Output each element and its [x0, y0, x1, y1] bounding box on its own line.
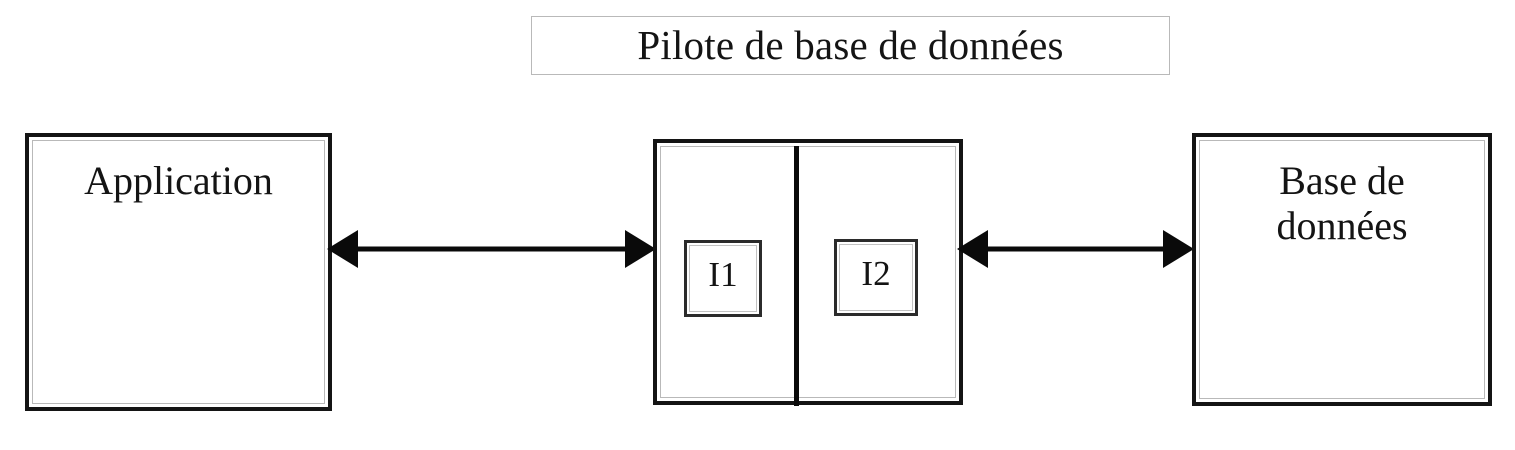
node-database-driver: I1 I2: [653, 139, 963, 406]
interface-box-i1: I1: [684, 240, 762, 317]
interface-box-i2: I2: [834, 239, 918, 316]
node-database: Base de données: [1192, 133, 1492, 406]
double-arrow-icon: [327, 230, 656, 268]
node-database-label-line1: Base de: [1279, 158, 1405, 203]
interface-i2-label: I2: [861, 254, 891, 293]
node-database-label-line2: données: [1276, 202, 1408, 248]
interface-i1-label: I1: [708, 255, 738, 294]
node-application-label: Application: [84, 158, 273, 203]
driver-vertical-divider: [794, 146, 799, 406]
connector-driver-to-database: [957, 229, 1194, 269]
double-arrow-icon: [957, 230, 1194, 268]
node-application-inner-border: Application: [32, 140, 325, 404]
title-box: Pilote de base de données: [531, 16, 1170, 75]
node-database-label: Base de données: [1200, 158, 1484, 249]
connector-application-to-driver: [327, 229, 656, 269]
node-database-inner-border: Base de données: [1199, 140, 1485, 399]
node-application: Application: [25, 133, 332, 411]
interface-i1-inner-border: I1: [689, 245, 757, 312]
interface-i2-inner-border: I2: [839, 244, 913, 311]
diagram-title: Pilote de base de données: [637, 22, 1064, 68]
